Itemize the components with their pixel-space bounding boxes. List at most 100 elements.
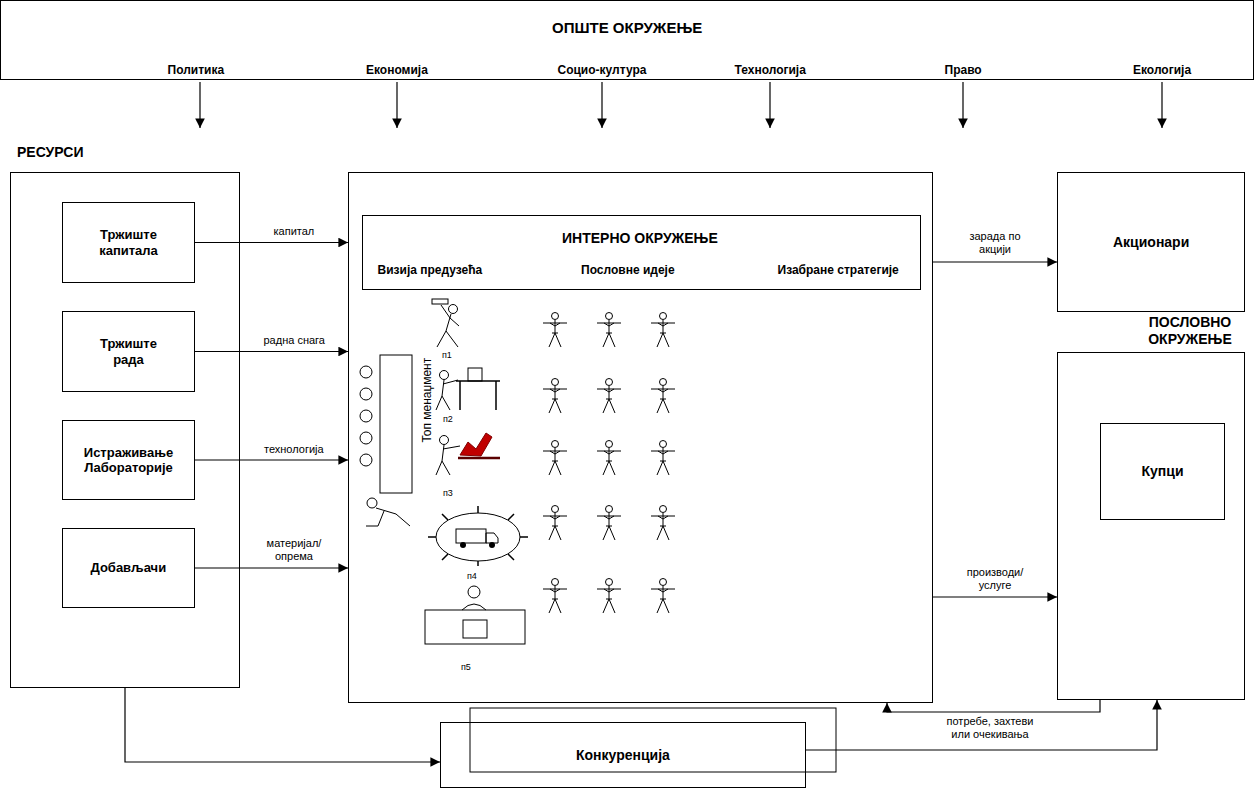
callout-number: п2 bbox=[443, 415, 453, 425]
worker-body bbox=[436, 380, 458, 410]
node-text: Право bbox=[945, 63, 982, 77]
edge-label: потребе, захтеви или очекивања bbox=[938, 715, 1042, 741]
staff-figure bbox=[543, 313, 567, 348]
callout-number: п5 bbox=[461, 663, 471, 673]
manager-head bbox=[360, 454, 372, 466]
staff-figure bbox=[651, 579, 675, 614]
workbench bbox=[456, 381, 500, 410]
manager-head bbox=[360, 432, 372, 444]
flow-arrow bbox=[806, 700, 1157, 750]
environment-band: ОПШТЕ ОКРУЖЕЊЕ Политика Економија Социо-кул… bbox=[0, 0, 1254, 80]
red-device bbox=[460, 433, 492, 456]
staff-figure bbox=[543, 579, 567, 614]
staff-figure bbox=[543, 441, 567, 476]
node-text: Технологија bbox=[735, 63, 806, 77]
flow-arrow bbox=[195, 459, 348, 460]
meeting-table bbox=[380, 355, 412, 493]
flow-arrow bbox=[933, 596, 1057, 597]
node-text: Купци bbox=[1142, 463, 1184, 480]
staff-figure bbox=[597, 313, 621, 348]
worker-body bbox=[437, 305, 459, 347]
node-text: Акционари bbox=[1113, 234, 1189, 251]
edge-label: капитал bbox=[272, 225, 317, 238]
influence-arrow bbox=[962, 82, 963, 128]
seated-manager bbox=[366, 508, 410, 526]
influence-arrow bbox=[396, 82, 397, 128]
node-text: Екологија bbox=[1133, 63, 1191, 77]
clerk-head bbox=[468, 586, 480, 598]
influence-arrow bbox=[601, 82, 602, 128]
manager-head bbox=[360, 410, 372, 422]
flow-arrow bbox=[887, 700, 1100, 712]
resource-box: Истраживање Лабораторије bbox=[62, 420, 195, 500]
delivery-ellipse bbox=[436, 513, 520, 561]
manager-head bbox=[360, 388, 372, 400]
node-text: Тржиште капитала bbox=[84, 227, 174, 258]
staff-figure bbox=[597, 579, 621, 614]
internal-environment-box: ИНТЕРНО ОКРУЖЕЊЕВизија предузећаПословне… bbox=[362, 215, 921, 290]
staff-figure bbox=[597, 506, 621, 541]
business-environment-panel: ПОСЛОВНО ОКРУЖЕЊЕКупци bbox=[1057, 352, 1245, 700]
truck-body bbox=[456, 529, 486, 543]
node-text: ОПШТЕ ОКРУЖЕЊЕ bbox=[552, 19, 702, 37]
callout-number: п4 bbox=[467, 572, 477, 582]
node-text: Политика bbox=[168, 63, 225, 77]
resource-box: Тржиште рада bbox=[62, 311, 195, 392]
customers-box: Купци bbox=[1100, 423, 1225, 520]
influence-arrow bbox=[1161, 82, 1162, 128]
competition-back-frame bbox=[470, 708, 836, 772]
staff-figure bbox=[597, 379, 621, 414]
callout-number: п3 bbox=[443, 489, 453, 499]
edge-label: радна снага bbox=[262, 334, 327, 347]
node-text: Истраживање Лабораторије bbox=[74, 445, 184, 476]
callout-number: п1 bbox=[442, 351, 452, 361]
flow-arrow bbox=[125, 688, 440, 762]
edge-label: производи/ услуге bbox=[958, 566, 1032, 592]
node-text: Социо-култура bbox=[558, 63, 647, 77]
flow-arrow bbox=[195, 242, 348, 243]
staff-figure bbox=[651, 441, 675, 476]
manager-head bbox=[360, 366, 372, 378]
node-text: Добављачи bbox=[91, 560, 167, 576]
node-text: Тржиште рада bbox=[89, 336, 169, 367]
resource-box: Добављачи bbox=[62, 528, 195, 608]
resources-panel: РЕСУРСИТржиште капиталаТржиште радаИстра… bbox=[10, 172, 240, 688]
staff-figure bbox=[651, 313, 675, 348]
flow-arrow bbox=[195, 351, 348, 352]
desk bbox=[425, 610, 525, 644]
truck-cab bbox=[486, 533, 498, 543]
node-text: Конкуренција bbox=[576, 747, 670, 764]
truck-wheel bbox=[489, 542, 495, 548]
edge-label: зарада по акцији bbox=[953, 230, 1037, 256]
worker-head bbox=[440, 371, 449, 380]
edge-label: материјал/ опрема bbox=[257, 537, 331, 563]
node-text: Визија предузећа bbox=[378, 263, 483, 277]
truck-wheel bbox=[460, 542, 466, 548]
influence-arrow bbox=[769, 82, 770, 128]
clerk-shoulders bbox=[462, 604, 486, 610]
ellipse-spikes bbox=[428, 506, 528, 566]
flow-arrow bbox=[195, 567, 348, 568]
node-text: ИНТЕРНО ОКРУЖЕЊЕ bbox=[562, 230, 718, 247]
tray bbox=[432, 299, 448, 304]
staff-figure bbox=[543, 379, 567, 414]
resource-box: Тржиште капитала bbox=[62, 202, 195, 283]
staff-figure bbox=[651, 506, 675, 541]
staff-figure bbox=[543, 506, 567, 541]
node-text: РЕСУРСИ bbox=[17, 144, 83, 161]
machine bbox=[468, 368, 482, 381]
staff-figure bbox=[651, 379, 675, 414]
node-text: ПОСЛОВНО ОКРУЖЕЊЕ bbox=[1135, 314, 1245, 348]
competition-box: Конкуренција bbox=[440, 722, 806, 788]
node-text: Изабране стратегије bbox=[778, 263, 899, 277]
staff-figure bbox=[597, 441, 621, 476]
device-base bbox=[458, 457, 500, 460]
flow-arrow bbox=[933, 261, 1057, 262]
node-text: Топ менаџмент bbox=[420, 358, 434, 443]
node-text: Економија bbox=[366, 63, 428, 77]
shareholders-box: Акционари bbox=[1057, 172, 1245, 312]
company-box: Топ менаџмент ИНТЕРНО ОКРУЖЕЊЕ Визија пред… bbox=[348, 172, 933, 703]
